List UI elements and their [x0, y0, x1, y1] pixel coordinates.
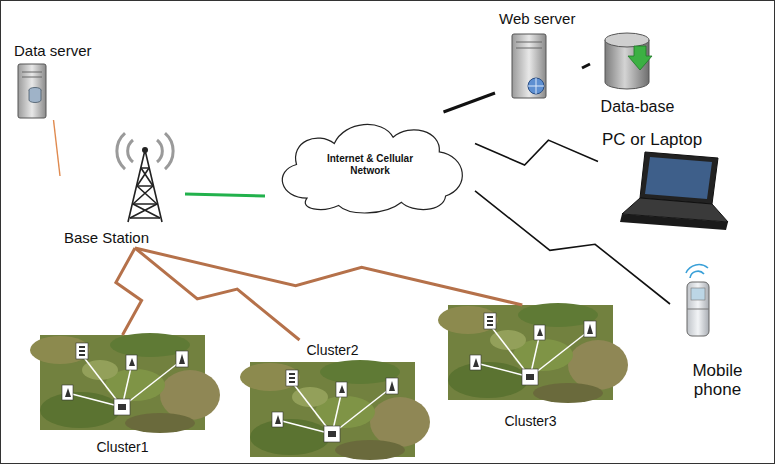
- node-label: Mobile phone: [682, 361, 754, 400]
- node-label: Cluster1: [96, 439, 148, 455]
- node-label: Cluster2: [306, 342, 358, 358]
- wireless-link: [475, 140, 598, 165]
- wired-link: [185, 194, 265, 196]
- device-node: PC or Laptop: [598, 128, 748, 240]
- node-label: PC or Laptop: [602, 130, 702, 150]
- network-cloud: Internet & Cellular Network: [265, 112, 475, 217]
- wired-link: [444, 93, 496, 112]
- device-node: Data-base: [590, 28, 685, 118]
- device-node: Cluster2: [250, 340, 415, 458]
- wireless-link: [116, 248, 142, 335]
- mobile-phone-icon: [686, 265, 709, 336]
- wireless-link: [135, 248, 300, 340]
- node-label: Data server: [14, 42, 92, 59]
- web-server-icon: [512, 34, 546, 98]
- wireless-link: [475, 191, 670, 304]
- database-icon: [605, 33, 652, 89]
- cluster-photo: [30, 333, 220, 433]
- node-label: Internet & Cellular Network: [314, 153, 426, 176]
- cluster-photo: [438, 303, 628, 403]
- cluster-photo: [240, 360, 430, 460]
- device-node: Cluster1: [40, 335, 205, 457]
- node-label: Cluster3: [504, 413, 556, 429]
- wired-link: [54, 120, 61, 176]
- device-node: Mobile phone: [670, 262, 765, 402]
- device-node: Web server: [495, 8, 582, 108]
- laptop-icon: [620, 152, 728, 230]
- device-node: Data server: [10, 40, 97, 120]
- node-label: Data-base: [601, 98, 675, 116]
- device-node: Cluster3: [448, 305, 613, 431]
- wired-link: [582, 64, 590, 68]
- node-label: Web server: [499, 10, 575, 27]
- wireless-link: [135, 248, 522, 305]
- data-server-icon: [18, 64, 46, 118]
- device-node: Base Station: [60, 128, 185, 248]
- base-station-tower: [117, 133, 173, 222]
- node-label: Base Station: [64, 229, 149, 246]
